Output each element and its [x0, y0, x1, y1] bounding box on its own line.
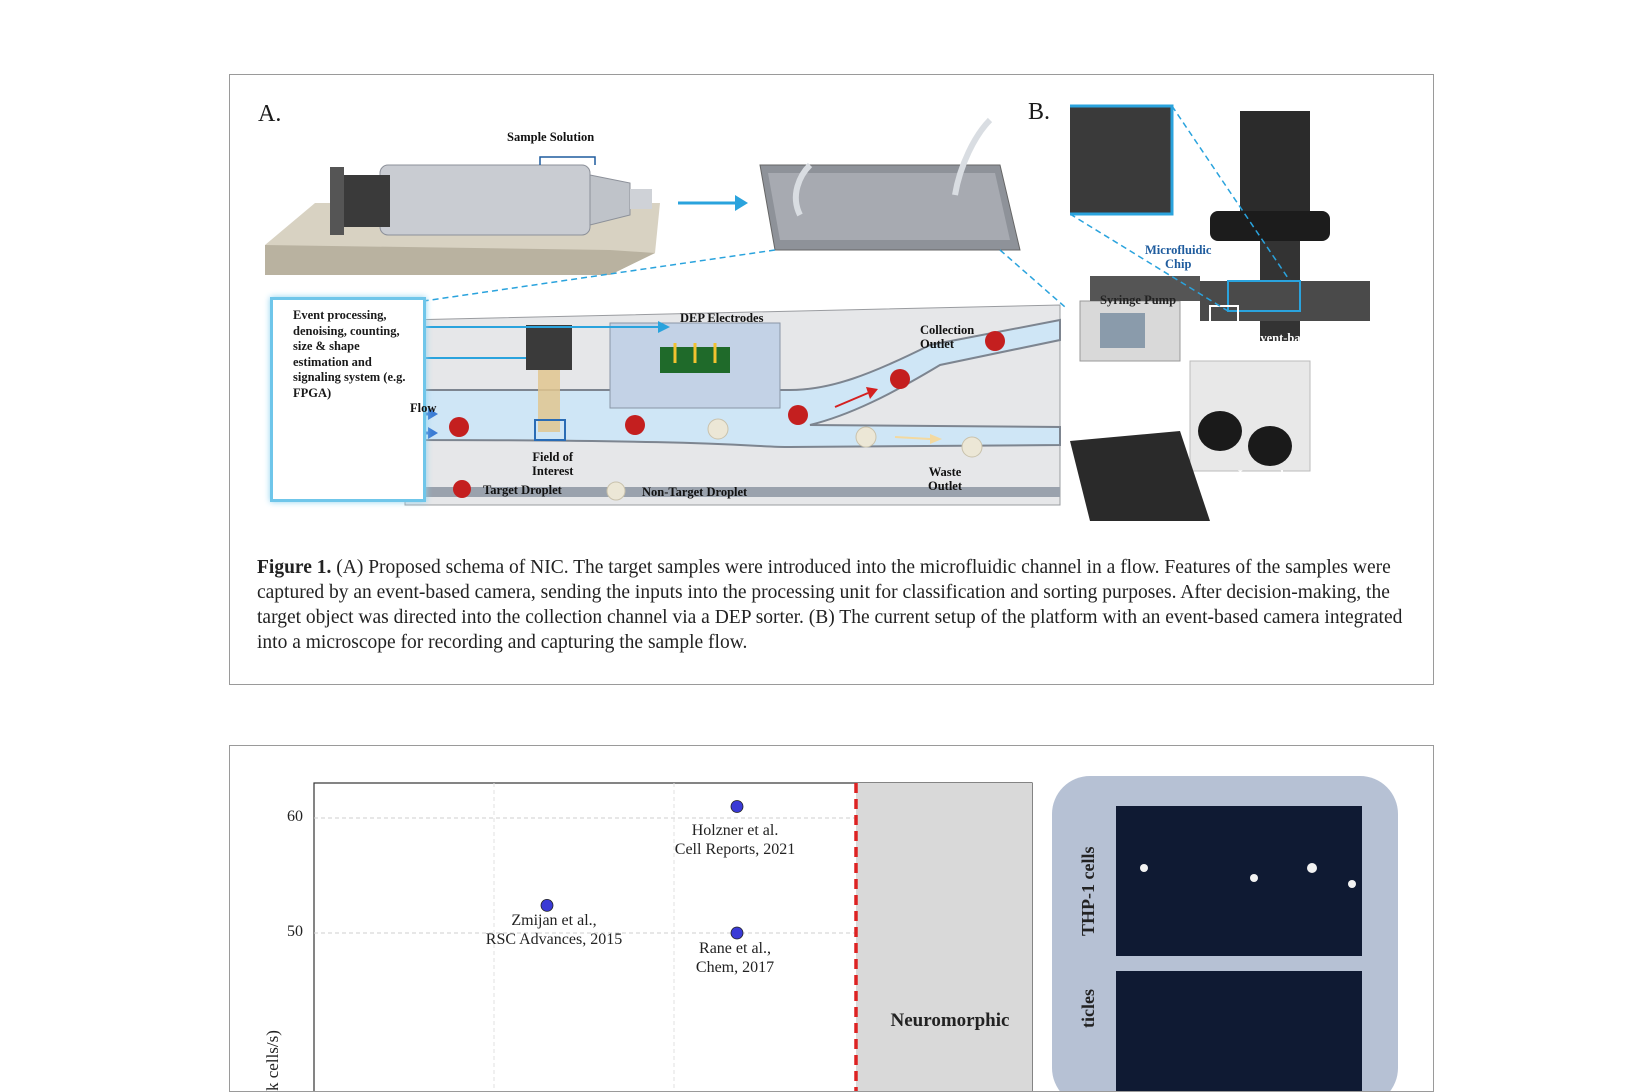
panel-a-letter: A.	[258, 101, 282, 127]
syringe-tip	[589, 174, 631, 226]
syringe-plunger-end	[330, 167, 344, 235]
target-droplet	[625, 415, 645, 435]
chip-photo-surface	[768, 173, 1010, 240]
inset-row2-label: ticles	[1078, 989, 1098, 1028]
eyepiece-left	[1198, 411, 1242, 451]
microscope-stage	[1200, 281, 1370, 321]
caption-text: (A) Proposed schema of NIC. The target s…	[257, 557, 1403, 653]
ytick-50: 50	[287, 923, 303, 940]
syringe-pump-screen	[1100, 313, 1145, 348]
zoom-line-b1	[1171, 105, 1291, 282]
channel-base	[405, 487, 1060, 497]
label-non-target-droplet: Non-Target Droplet	[642, 485, 748, 499]
event-processing-box: Event processing, denoising, counting, s…	[270, 297, 426, 502]
point-label-holzner: Holzner et al. Cell Reports, 2021	[674, 822, 796, 858]
chip-tube-1	[792, 162, 813, 217]
field-of-interest-box	[534, 419, 566, 441]
legend-non-target-dot	[606, 481, 626, 501]
camera-body	[526, 325, 572, 370]
label-target-droplet: Target Droplet	[483, 483, 562, 497]
label-microfluidic-chip: Microfluidic Chip	[1145, 243, 1212, 271]
camera-highlight-box	[1209, 305, 1239, 335]
camera-beam	[538, 370, 560, 432]
region-label-neuromorphic: Neuromorphic	[890, 1010, 1010, 1031]
non-target-droplet	[855, 426, 877, 448]
target-droplet	[449, 417, 469, 437]
cell-dot	[1348, 880, 1356, 888]
red-direction-arrow-head	[866, 387, 878, 399]
figure-1-caption: Figure 1. (A) Proposed schema of NIC. Th…	[257, 555, 1407, 655]
label-flow: Flow	[410, 401, 437, 415]
event-processing-text: Event processing, denoising, counting, s…	[293, 308, 406, 400]
yellow-direction-arrow	[894, 436, 931, 440]
cell-dot	[1140, 864, 1148, 872]
zoom-line-right	[999, 249, 1066, 308]
chip-highlight-box	[1227, 280, 1301, 312]
thp1-image	[1116, 806, 1362, 956]
inset-panel: THP-1 cells ticles	[1052, 776, 1398, 1091]
syringe-pump-top	[1090, 276, 1200, 301]
flow-arrow-2-head	[428, 427, 438, 439]
caption-label: Figure 1.	[257, 557, 332, 578]
chip-tube-2	[952, 117, 993, 196]
inset-row1-label: THP-1 cells	[1078, 846, 1098, 936]
thp1-cells-svg	[1140, 863, 1356, 888]
red-direction-arrow	[834, 392, 869, 408]
syringe-barrel	[379, 164, 591, 236]
label-event-based-camera: Event-based Camera	[1252, 331, 1318, 359]
label-collection-outlet: Collection Outlet	[920, 323, 975, 351]
label-inverted-microscope: Inverted Microscope	[1230, 468, 1292, 496]
panel-b-photo	[1070, 101, 1390, 521]
figure-1: A. B.	[229, 74, 1434, 685]
non-target-droplet	[961, 436, 983, 458]
zoom-line-left	[409, 249, 776, 304]
syringe-plunger	[340, 175, 390, 227]
ytick-60: 60	[287, 808, 303, 825]
eyepiece-right	[1248, 426, 1292, 466]
legend-target-dot	[453, 480, 471, 498]
data-point	[540, 898, 554, 912]
sample-bracket	[539, 156, 596, 165]
data-point	[730, 926, 744, 940]
figure-2: 60 50 k cells/s) Holzner et al. Cell Rep…	[229, 745, 1434, 1092]
target-droplet	[985, 331, 1005, 351]
target-droplet	[788, 405, 808, 425]
throughput-chart	[313, 782, 1033, 1091]
target-droplet	[890, 369, 910, 389]
data-point	[730, 800, 744, 813]
label-sample-solution: Sample Solution	[507, 130, 595, 144]
cell-dot	[1250, 874, 1258, 882]
laptop	[1070, 431, 1210, 521]
point-label-zmijan: Zmijan et al., RSC Advances, 2015	[485, 912, 623, 948]
y-axis-label: k cells/s)	[263, 1030, 282, 1091]
label-field-of-interest: Field of Interest	[532, 450, 574, 478]
microscope-eyepiece-arm	[1210, 211, 1330, 241]
cell-dot	[1307, 863, 1317, 873]
panel-b-letter: B.	[1028, 99, 1051, 125]
label-waste-outlet: Waste Outlet	[928, 465, 963, 493]
syringe-nozzle	[630, 189, 652, 209]
point-label-rane: Rane et al., Chem, 2017	[695, 940, 775, 976]
yellow-direction-arrow-head	[930, 434, 942, 444]
neuromorphic-region	[856, 783, 1032, 1091]
zoom-line-b2	[1070, 213, 1229, 312]
non-target-droplet	[707, 418, 729, 440]
particles-image	[1116, 971, 1362, 1091]
flow-channel	[404, 318, 1061, 449]
arrow-to-chip-head	[735, 195, 748, 211]
flow-arrow-1-head	[428, 408, 438, 420]
panel-a-schematic	[265, 117, 1066, 506]
label-syringe-pump: Syringe Pump	[1100, 293, 1177, 307]
data-points	[540, 800, 744, 940]
syringe-platform-side	[265, 245, 655, 275]
label-dep-electrodes: DEP Electrodes	[680, 311, 764, 325]
inset-photo	[1070, 104, 1174, 216]
arrow-to-dep-head	[658, 321, 670, 333]
